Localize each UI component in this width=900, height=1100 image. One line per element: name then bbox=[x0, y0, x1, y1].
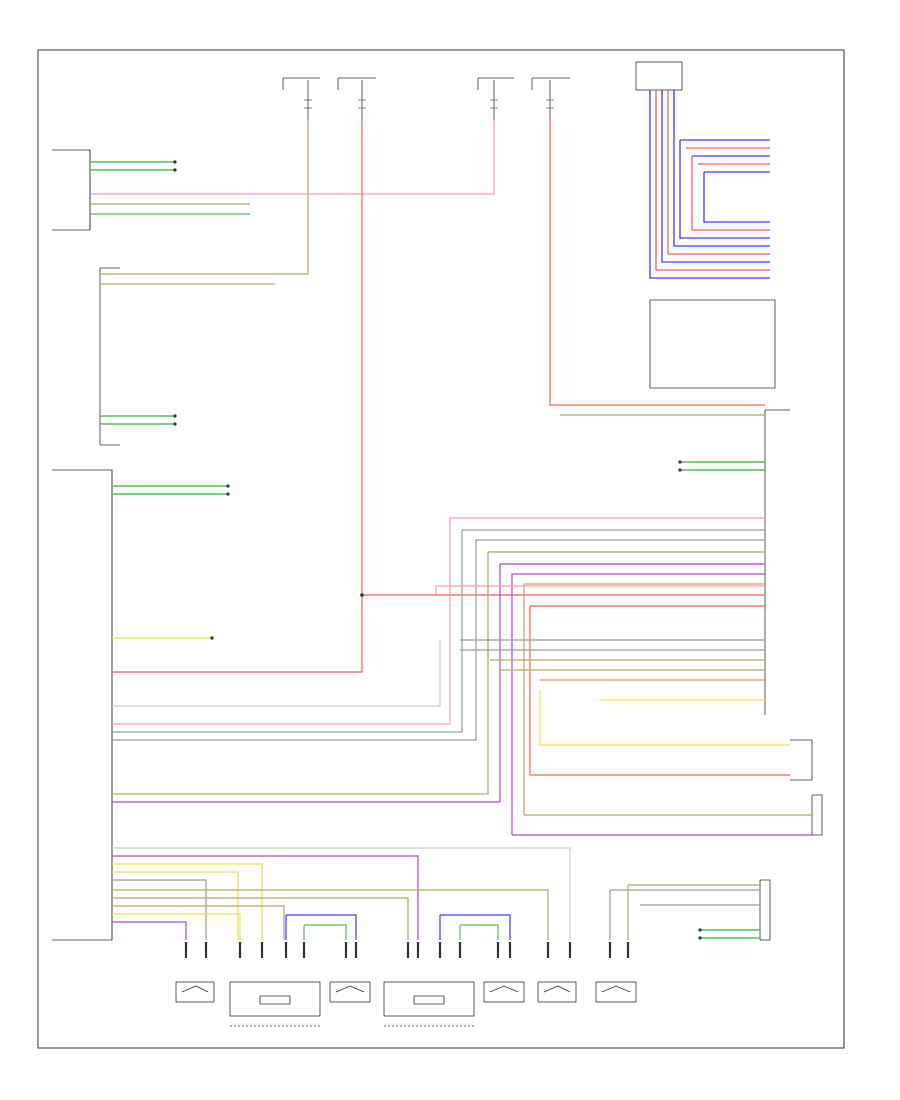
speaker-left-rear bbox=[175, 981, 215, 1003]
speaker-feed-wires bbox=[112, 847, 760, 940]
red-feed-wires bbox=[112, 120, 765, 673]
fuse-ticks bbox=[304, 99, 554, 109]
amplifier-left bbox=[229, 981, 321, 1017]
green-wires-right bbox=[680, 461, 765, 939]
splice-dot bbox=[360, 593, 364, 597]
bottom-connector-stubs bbox=[184, 942, 630, 958]
upper-module-wires bbox=[90, 120, 495, 285]
left-module-lower bbox=[52, 469, 113, 941]
speaker-right-tweeter bbox=[483, 981, 525, 1003]
middle-bundle bbox=[112, 517, 812, 836]
fuse-group-top bbox=[282, 77, 570, 120]
right-small-connectors bbox=[760, 739, 823, 941]
speaker-components bbox=[175, 981, 637, 1027]
green-wire-terminals-right bbox=[678, 460, 702, 940]
amplifier-right bbox=[383, 981, 475, 1017]
green-wires-left bbox=[90, 161, 228, 495]
diagram-frame bbox=[37, 49, 845, 1049]
speaker-right-rear bbox=[537, 981, 577, 1003]
subwoofer bbox=[595, 981, 637, 1003]
yellow-terminal bbox=[210, 636, 214, 640]
speaker-left-tweeter bbox=[329, 981, 371, 1003]
green-wire-terminals-left bbox=[173, 160, 230, 496]
right-blue-red-bundle bbox=[649, 90, 770, 279]
